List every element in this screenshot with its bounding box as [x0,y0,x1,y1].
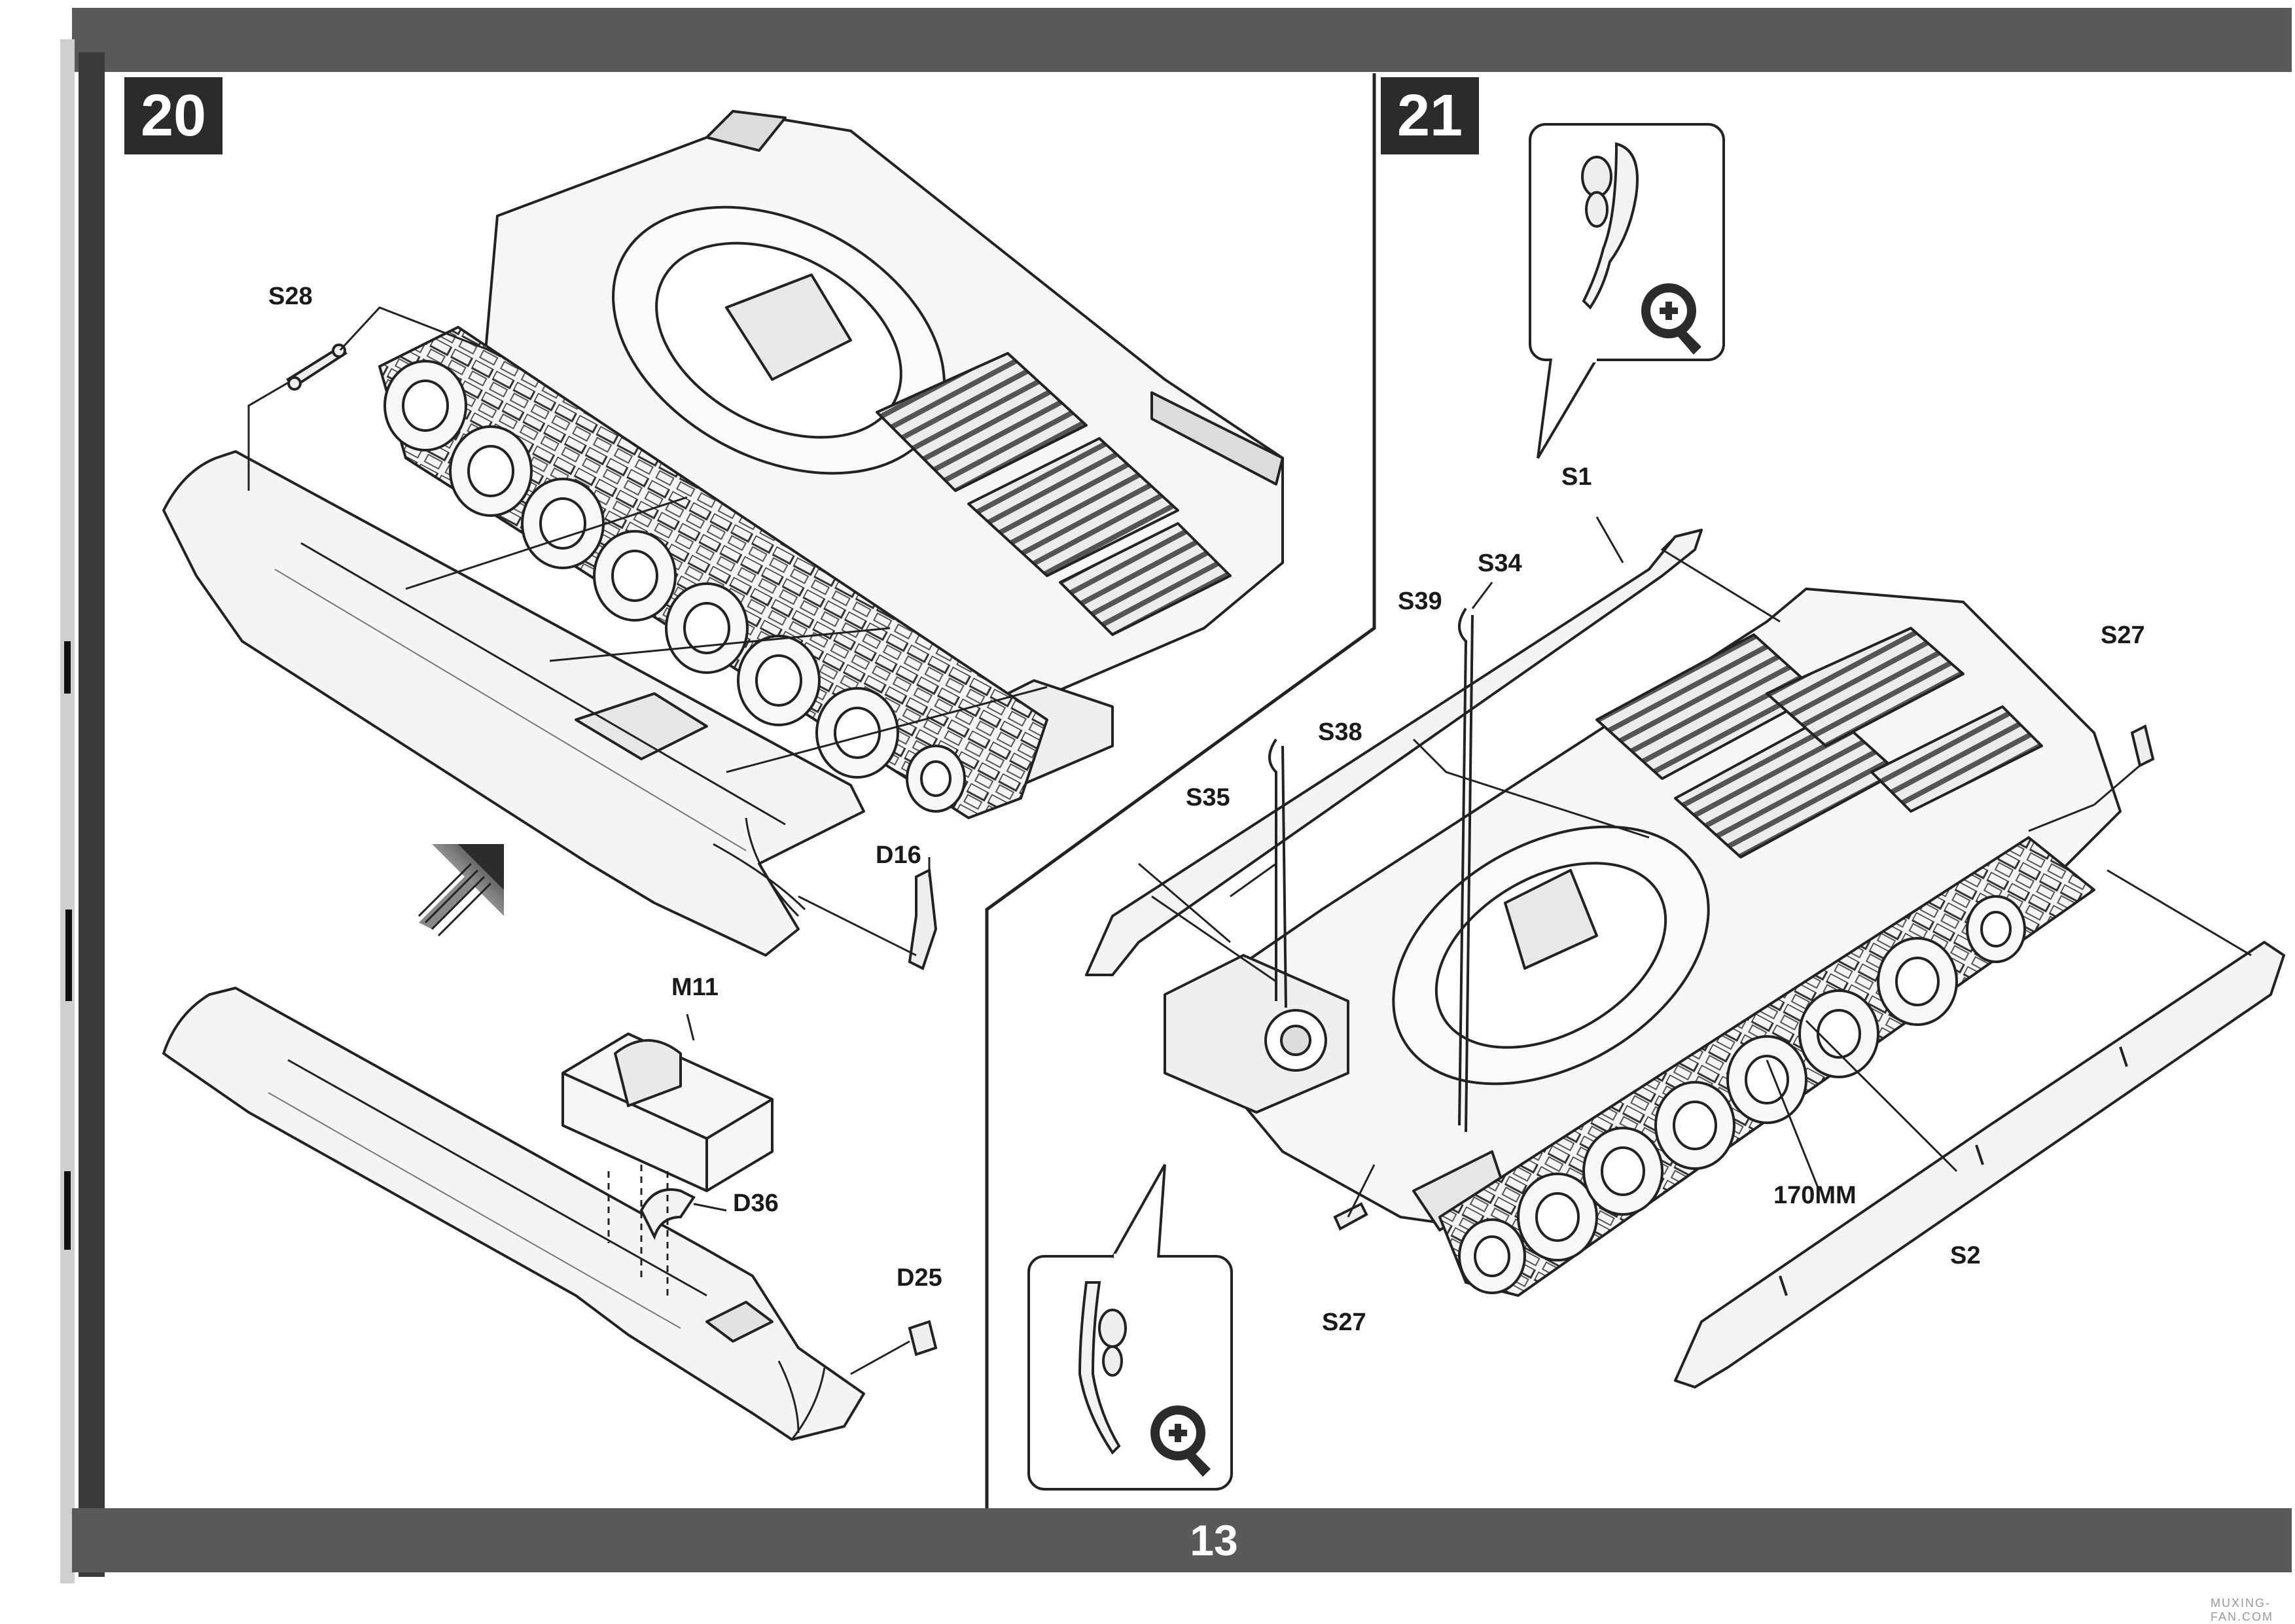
part-s34-s39 [1458,607,1474,1133]
step-20-badge: 20 [124,77,222,154]
step21-leaders [1138,516,2252,1218]
label-s27-left: S27 [1322,1309,1366,1336]
part-d36 [639,1188,696,1241]
page-binding-edge [60,39,75,1583]
part-s27-right [2130,724,2155,768]
page-binding-shadow [79,52,105,1577]
part-s28 [286,344,347,391]
label-d16: D16 [876,841,921,869]
binding-mark [64,1171,71,1250]
step-21-badge: 21 [1381,77,1479,154]
label-dim-170mm: 170MM [1773,1182,1857,1209]
label-d36: D36 [733,1190,779,1217]
footer-bar [72,1508,2292,1572]
binding-mark [64,641,71,694]
zoom-callout-top [1529,123,1725,459]
part-s1 [1085,529,1703,976]
zoom-in-icon [1150,1405,1211,1477]
label-s28: S28 [268,283,313,310]
part-d25 [908,1320,938,1356]
binding-mark [65,909,72,1001]
label-s1: S1 [1561,463,1592,491]
label-s35: S35 [1186,784,1230,811]
label-s38: S38 [1318,718,1362,746]
label-s2: S2 [1950,1242,1981,1269]
page-number: 13 [1190,1516,1238,1564]
direction-arrow-icon [418,844,504,937]
step20-leaders [247,306,1048,1375]
part-m11 [561,1033,774,1192]
part-s2 [1674,941,2285,1388]
step20-fender-lower [162,987,865,1441]
step-divider-line [985,73,1376,1508]
part-s35-s38 [1268,738,1287,1008]
part-s27-left [1333,1202,1368,1231]
label-s39: S39 [1398,588,1442,615]
label-s27-right: S27 [2101,622,2145,649]
watermark: MUXING-FAN.COM [2211,1597,2274,1623]
step20-fender-upper [162,450,865,957]
label-s34: S34 [1478,550,1522,577]
header-bar [72,8,2292,72]
zoom-in-icon [1641,283,1701,355]
label-d25: D25 [897,1264,942,1292]
step21-road-wheels [1458,895,2026,1294]
label-m11: M11 [671,974,719,1001]
step20-road-wheels [383,360,966,813]
